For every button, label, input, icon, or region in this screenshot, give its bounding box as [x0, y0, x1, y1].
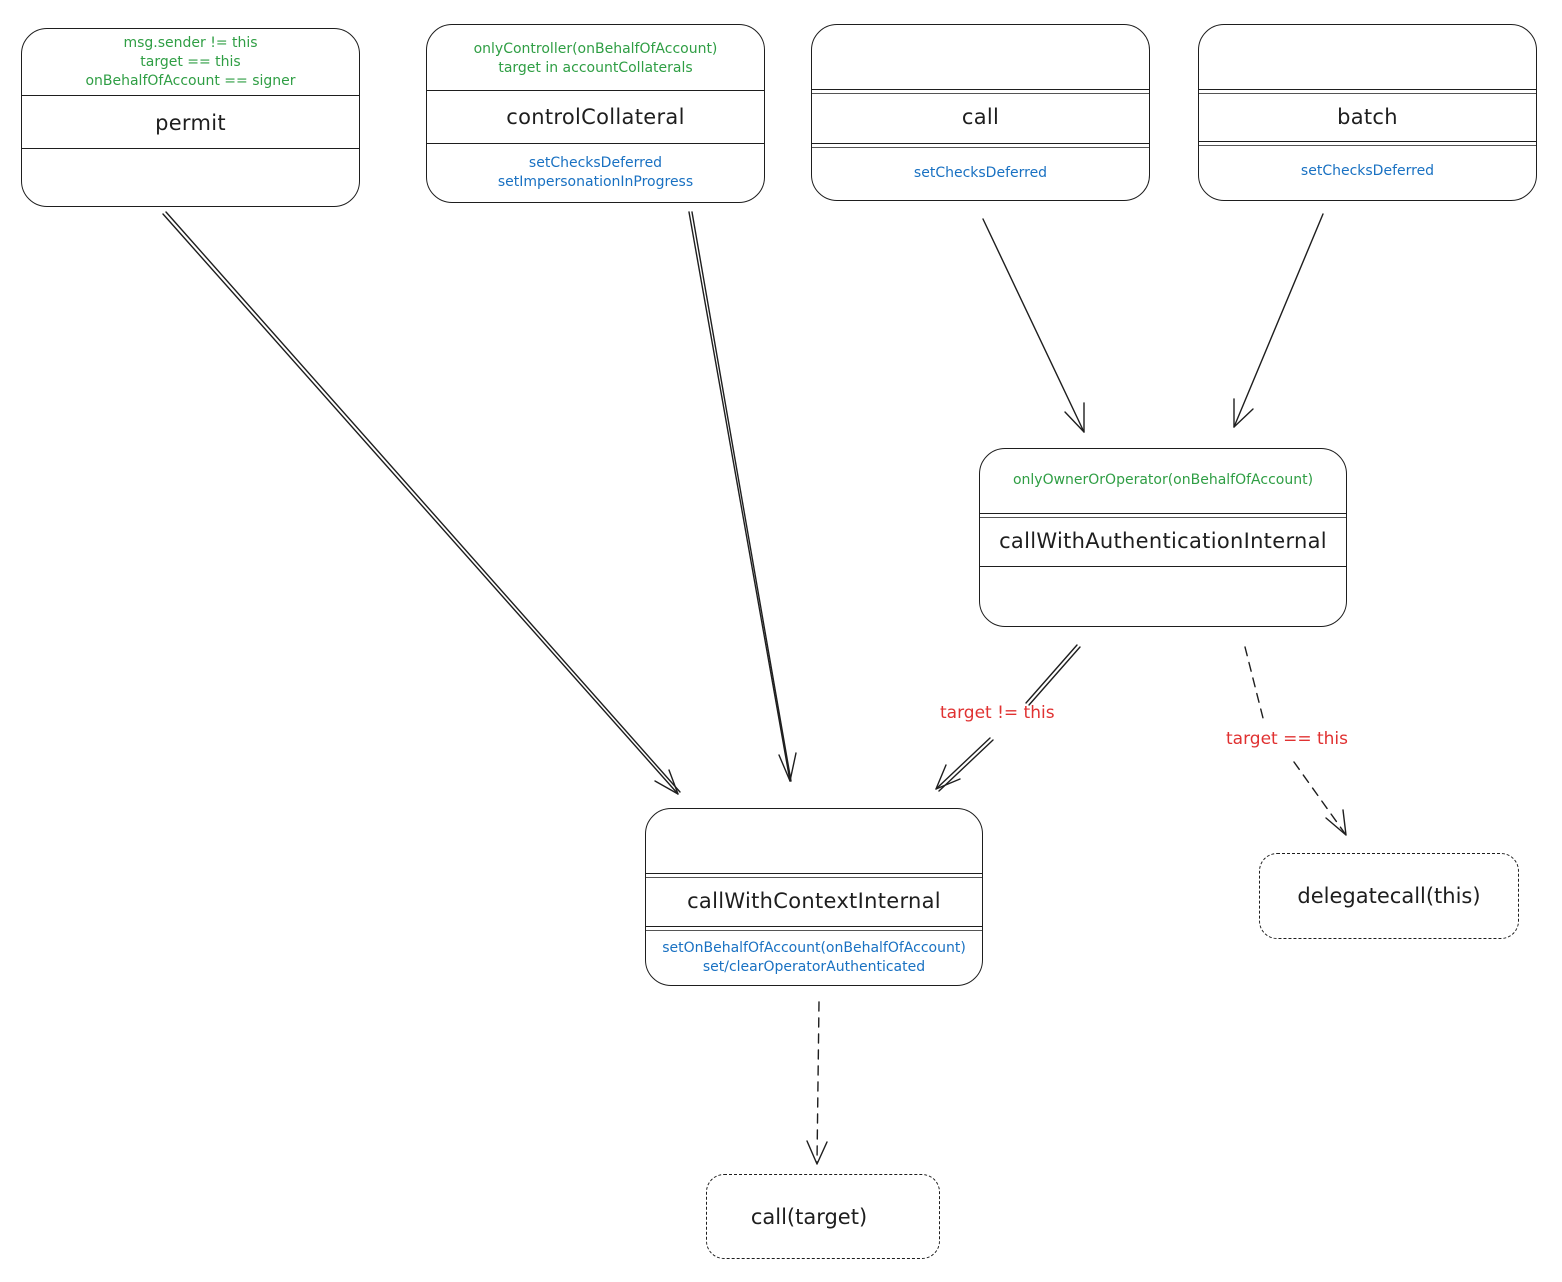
batch-effects: setChecksDeferred — [1199, 151, 1536, 191]
edge-call-to-authentication-arrow — [982, 218, 1085, 433]
call-title: call — [961, 105, 1000, 129]
controlcollateral-effects: setChecksDeferred setImpersonationInProg… — [427, 151, 764, 195]
edge-authentication-to-delegatecall-arrow — [1244, 646, 1347, 836]
condition-target-is-this: target == this — [1226, 729, 1349, 749]
terminal-call-target: call(target) — [706, 1174, 940, 1259]
effect-line: setOnBehalfOfAccount(onBehalfOfAccount) — [662, 940, 966, 956]
call-effects: setChecksDeferred — [812, 153, 1149, 193]
node-batch: batch setChecksDeferred — [1198, 24, 1537, 201]
node-call: call setChecksDeferred — [811, 24, 1150, 201]
node-call-with-authentication-internal: onlyOwnerOrOperator(onBehalfOfAccount) c… — [979, 448, 1347, 627]
authentication-title: callWithAuthenticationInternal — [999, 529, 1327, 553]
context-effects: setOnBehalfOfAccount(onBehalfOfAccount) … — [646, 935, 982, 981]
batch-title: batch — [1337, 105, 1398, 129]
guard-line: onBehalfOfAccount == signer — [85, 72, 296, 89]
guard-line: msg.sender != this — [123, 34, 258, 51]
guard-line: onlyController(onBehalfOfAccount) — [473, 41, 718, 57]
call-target-label: call(target) — [750, 1204, 868, 1229]
controlcollateral-title: controlCollateral — [506, 105, 685, 129]
effect-line: setImpersonationInProgress — [497, 174, 694, 190]
node-call-with-context-internal: callWithContextInternal setOnBehalfOfAcc… — [645, 808, 983, 986]
authentication-guards: onlyOwnerOrOperator(onBehalfOfAccount) — [980, 457, 1346, 503]
permit-guards: msg.sender != this target == this onBeha… — [22, 31, 359, 93]
controlcollateral-guards: onlyController(onBehalfOfAccount) target… — [427, 33, 764, 85]
effect-line: setChecksDeferred — [1300, 162, 1435, 179]
condition-target-not-this: target != this — [940, 703, 1055, 723]
delegatecall-label: delegatecall(this) — [1297, 884, 1481, 908]
terminal-delegatecall-this: delegatecall(this) — [1259, 853, 1519, 939]
guard-line: onlyOwnerOrOperator(onBehalfOfAccount) — [1012, 471, 1314, 488]
node-permit: msg.sender != this target == this onBeha… — [21, 28, 360, 207]
guard-line: target == this — [140, 53, 241, 70]
edge-batch-to-authentication-arrow — [1233, 213, 1324, 428]
context-title: callWithContextInternal — [687, 889, 941, 913]
edge-authentication-to-context-arrow — [935, 644, 1081, 792]
guard-line: target in accountCollaterals — [498, 60, 693, 76]
edge-context-to-calltarget-arrow — [806, 1001, 828, 1165]
edge-permit-to-context-arrow — [162, 211, 681, 795]
permit-title: permit — [155, 111, 226, 135]
node-control-collateral: onlyController(onBehalfOfAccount) target… — [426, 24, 765, 203]
effect-line: setChecksDeferred — [528, 155, 663, 171]
effect-line: setChecksDeferred — [913, 164, 1048, 181]
effect-line: set/clearOperatorAuthenticated — [702, 959, 926, 975]
edge-controlcollateral-to-context-arrow — [688, 211, 797, 782]
